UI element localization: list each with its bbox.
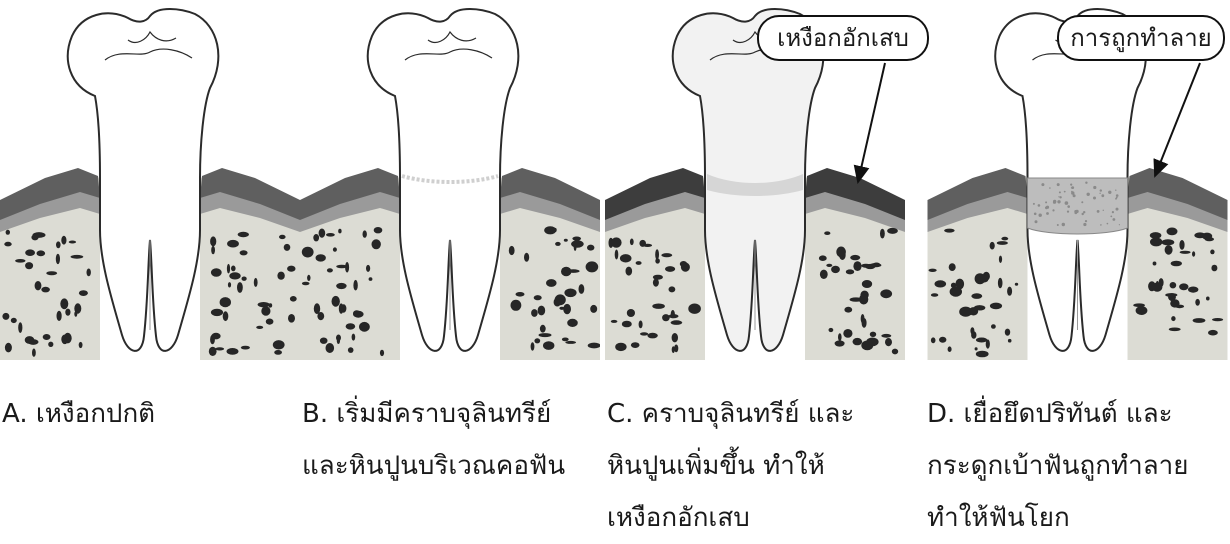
tooth-illustration-plaque (300, 0, 600, 380)
caption-c: C. คราบจุลินทรีย์ และ หินปูนเพิ่มขึ้น ทำ… (607, 388, 903, 544)
callout-inflamed-gum: เหงือกอักเสบ (757, 15, 929, 61)
panel-d: D. เยื่อยึดปริทันต์ และ กระดูกเบ้าฟันถูก… (925, 0, 1225, 532)
panel-a: A. เหงือกปกติ (0, 0, 300, 532)
caption-a: A. เหงือกปกติ (2, 388, 298, 440)
callout-destruction: การถูกทำลาย (1057, 15, 1225, 61)
tooth-illustration-normal (0, 0, 300, 380)
panel-c: C. คราบจุลินทรีย์ และ หินปูนเพิ่มขึ้น ทำ… (605, 0, 905, 532)
caption-b: B. เริ่มมีคราบจุลินทรีย์ และหินปูนบริเวณ… (302, 388, 598, 492)
panel-b: B. เริ่มมีคราบจุลินทรีย์ และหินปูนบริเวณ… (300, 0, 600, 532)
caption-d: D. เยื่อยึดปริทันต์ และ กระดูกเบ้าฟันถูก… (927, 388, 1223, 544)
